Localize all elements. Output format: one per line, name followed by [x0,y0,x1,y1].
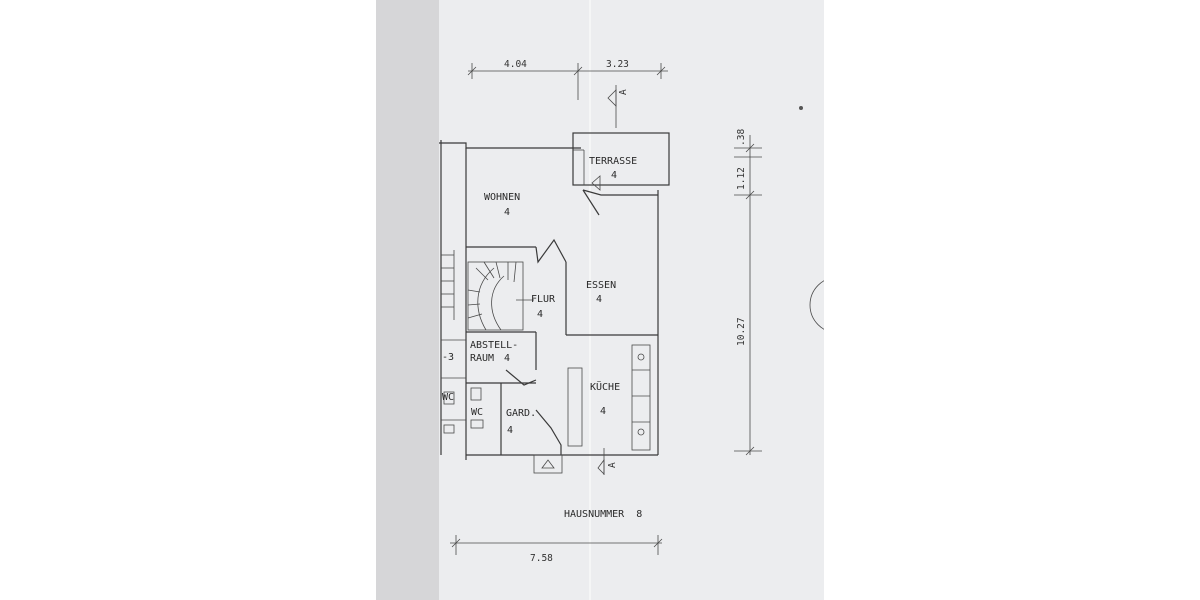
floor-plan-sheet [439,0,824,600]
terrace-section-arrow [591,175,601,191]
room-wc-name: WC [471,407,483,418]
paper-fold-line [589,0,591,600]
room-abstellraum-line1: ABSTELL- [470,340,518,351]
section-mark-bottom: A [607,462,618,468]
room-abstellraum-number: 4 [504,353,510,364]
dim-bottom: 7.58 [530,553,553,564]
room-gard-name: GARD. [506,408,536,419]
room-flur-name: FLUR [531,294,556,305]
room-abstellraum-line2: RAUM [470,353,494,364]
room-labels: TERRASSE 4 WOHNEN 4 ESSEN 4 FLUR 4 ABSTE… [442,156,637,436]
room-terrasse-number: 4 [611,170,617,181]
room-flur-number: 4 [537,309,543,320]
room-kueche-number: 4 [600,406,606,417]
staircase [467,261,534,331]
neighbor-wc-label: WC [442,392,454,403]
dim-right-mid: 1.12 [736,167,747,190]
room-wohnen-name: WOHNEN [484,192,520,203]
section-marker-top: A [607,85,629,128]
entrance: A [533,448,618,475]
right-dimension-line: .38 1.12 10.27 [734,129,762,456]
punch-dot [799,106,803,110]
room-essen-name: ESSEN [586,280,616,291]
dim-top-left: 4.04 [504,59,527,70]
room-essen-number: 4 [596,294,602,305]
section-mark-top: A [618,89,629,95]
top-dimension-line: 4.04 3.23 [467,59,668,100]
room-gard-number: 4 [507,425,513,436]
neighbor-room-label: -3 [442,352,454,363]
stamp-mark [809,280,824,330]
bottom-dimension-line: 7.58 [450,535,663,564]
terrasse-area [572,132,670,186]
dim-right-small: .38 [736,129,747,146]
floor-plan-drawing: 4.04 3.23 A .38 1.12 10.27 [439,59,824,564]
dim-right-total: 10.27 [736,317,747,346]
interior-walls [466,189,658,455]
room-kueche-name: KÜCHE [590,380,620,393]
photo-background: 4.04 3.23 A .38 1.12 10.27 [376,0,824,600]
dim-top-right: 3.23 [606,59,629,70]
room-wohnen-number: 4 [504,207,510,218]
room-terrasse-name: TERRASSE [589,156,637,167]
house-number-label: HAUSNUMMER 8 [564,509,642,520]
neighbor-staircase [441,250,466,421]
wc-fixtures [443,387,484,434]
